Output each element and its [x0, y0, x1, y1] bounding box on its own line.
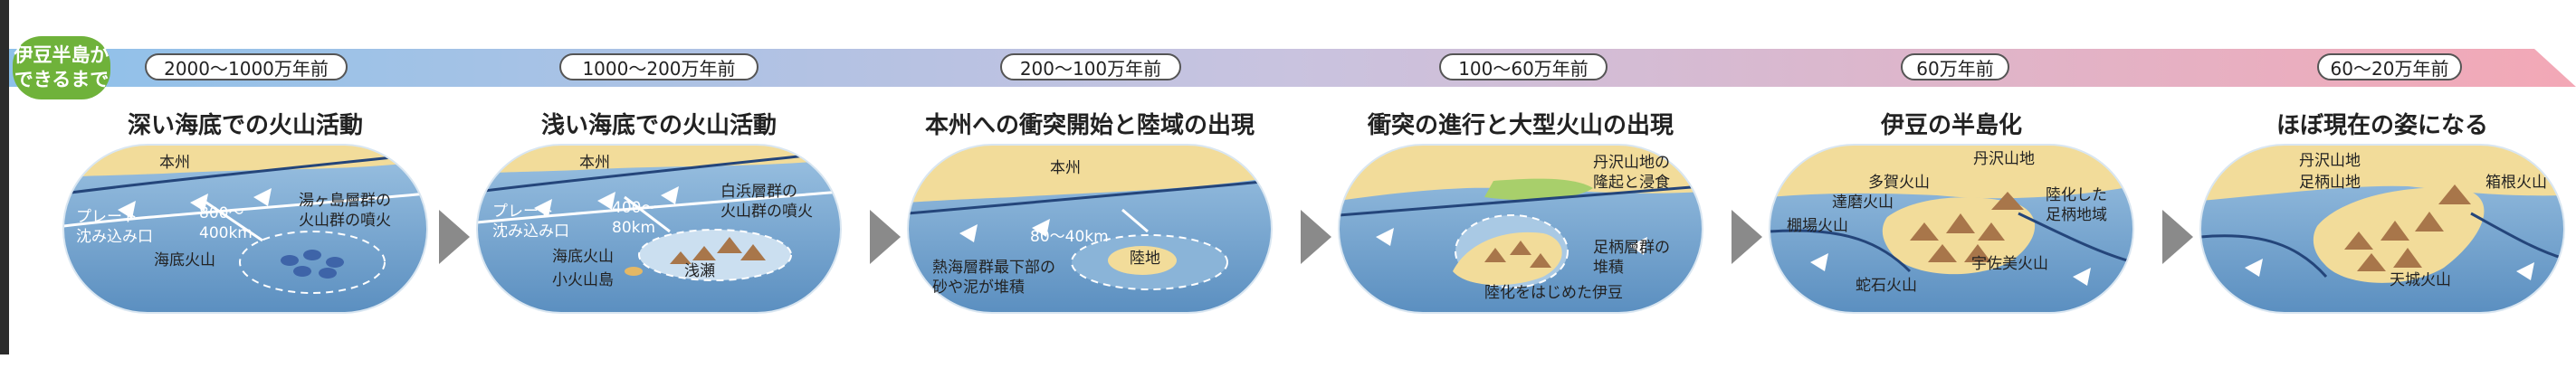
- period-label-2: 1000～200万年前: [559, 53, 758, 80]
- label-honshu-2: 本州: [579, 154, 610, 172]
- label-distance-1b: 400km: [199, 224, 253, 242]
- label-tanzawa-6: 丹沢山地: [2299, 152, 2361, 170]
- label-rikka-b: 足柄地域: [2046, 206, 2107, 224]
- label-yugashima-a: 湯ヶ島層群の: [299, 192, 391, 210]
- label-daruma-volcano: 達磨火山: [1832, 194, 1894, 212]
- label-yugashima-b: 火山群の噴火: [299, 212, 391, 230]
- label-ashigara-6: 足柄山地: [2299, 174, 2361, 192]
- time-band: [9, 49, 2576, 87]
- label-honshu-1: 本州: [159, 154, 190, 172]
- label-distance-3: 80～40km: [1030, 228, 1109, 246]
- label-tanzawa-5: 丹沢山地: [1973, 150, 2035, 168]
- label-taga-volcano: 多賀火山: [1868, 174, 1930, 192]
- panel-3: [908, 145, 1272, 313]
- label-amagi-volcano: 天城火山: [2390, 271, 2451, 289]
- timeline-badge: 伊豆半島が できるまで: [13, 36, 110, 99]
- panel-6: [2200, 145, 2564, 313]
- label-hakone-volcano: 箱根火山: [2485, 174, 2547, 192]
- stage-arrow-4: [1732, 210, 1762, 264]
- label-shirahama-b: 火山群の噴火: [720, 203, 813, 221]
- stage-title-6: ほぼ現在の姿になる: [2275, 112, 2488, 139]
- label-shoal: 浅瀬: [684, 262, 715, 280]
- badge-line-1: 伊豆半島が: [14, 44, 110, 66]
- period-label-4: 100～60万年前: [1439, 53, 1608, 80]
- label-small-island: 小火山島: [552, 271, 614, 289]
- stage-arrow-1: [439, 210, 470, 264]
- panel-4: [1339, 145, 1703, 313]
- stage-title-4: 衝突の進行と大型火山の出現: [1367, 112, 1674, 139]
- label-distance-1a: 800～: [199, 204, 244, 222]
- label-ashigara-4b: 堆積: [1593, 259, 1624, 277]
- stage-arrow-5: [2162, 210, 2193, 264]
- badge-line-2: できるまで: [14, 69, 110, 90]
- label-rikka-a: 陸化した: [2046, 186, 2107, 204]
- label-jaishi-volcano: 蛇石火山: [1856, 277, 1917, 295]
- label-seamount-2: 海底火山: [552, 248, 614, 266]
- label-usami-volcano: 宇佐美火山: [1971, 255, 2048, 273]
- period-label-6: 60～20万年前: [2317, 53, 2462, 80]
- label-honshu-3: 本州: [1050, 159, 1081, 177]
- label-seamount-1: 海底火山: [154, 251, 215, 269]
- label-plate-2b: 沈み込み口: [492, 222, 569, 241]
- label-land: 陸地: [1130, 250, 1160, 268]
- label-plate-2a: プレート: [492, 203, 554, 221]
- panel-2: [477, 145, 841, 313]
- label-tanaba-volcano: 棚場火山: [1787, 217, 1848, 235]
- label-distance-2a: 400～: [612, 199, 657, 217]
- panel-5: [1770, 145, 2133, 313]
- stage-arrow-3: [1301, 210, 1331, 264]
- label-atami-a: 熱海層群最下部の: [932, 259, 1055, 277]
- period-label-3: 200～100万年前: [1000, 53, 1181, 80]
- period-label-1: 2000～1000万年前: [145, 53, 348, 80]
- stage-title-3: 本州への衝突開始と陸域の出現: [924, 112, 1255, 139]
- period-label-5: 60万年前: [1901, 53, 2009, 80]
- label-atami-b: 砂や泥が堆積: [932, 279, 1025, 297]
- left-edge-bar: [0, 0, 9, 354]
- panel-1: [63, 145, 427, 313]
- label-ashigara-4a: 足柄層群の: [1593, 239, 1670, 257]
- label-tanzawa-4a: 丹沢山地の: [1593, 154, 1670, 172]
- stage-title-2: 浅い海底での火山活動: [540, 112, 777, 139]
- stage-title-5: 伊豆の半島化: [1880, 112, 2022, 139]
- stage-arrow-2: [870, 210, 901, 264]
- label-tanzawa-4b: 隆起と浸食: [1593, 174, 1670, 192]
- label-landing-izu: 陸化をはじめた伊豆: [1484, 284, 1623, 302]
- label-plate-1b: 沈み込み口: [76, 228, 153, 246]
- stage-title-1: 深い海底での火山活動: [127, 112, 363, 139]
- label-distance-2b: 80km: [612, 219, 656, 237]
- label-plate-1a: プレート: [76, 208, 138, 226]
- label-shirahama-a: 白浜層群の: [720, 183, 797, 201]
